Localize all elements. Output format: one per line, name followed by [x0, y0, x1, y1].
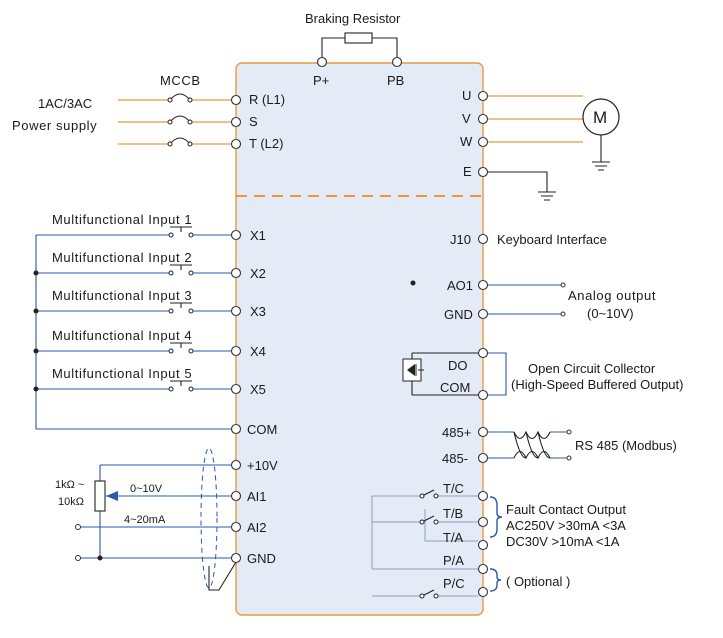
v-label: V	[462, 111, 471, 126]
braking-resistor-label: Braking Resistor	[305, 11, 401, 26]
u-label: U	[462, 88, 471, 103]
mccb-breaker-icon	[118, 93, 232, 147]
terminal-t	[230, 138, 242, 150]
rs485-twisted-pair-icon	[487, 429, 572, 461]
plus10v-label: +10V	[247, 458, 278, 473]
terminal-ta	[477, 539, 489, 551]
terminal-tc	[477, 490, 489, 502]
x4-label: X4	[250, 344, 266, 359]
terminal-x2	[230, 267, 242, 279]
pot-label-line2: 10kΩ	[58, 496, 84, 508]
open-collector-wiring	[402, 352, 507, 396]
power-supply-line2: Power supply	[12, 118, 97, 133]
gnd-right-label: GND	[444, 307, 473, 322]
ai1-label: AI1	[247, 489, 267, 504]
fault-output-line1: Fault Contact Output	[506, 502, 626, 517]
pa-label: P/A	[443, 553, 464, 568]
terminal-p-plus	[316, 56, 328, 68]
w-label: W	[460, 134, 473, 149]
motor-label: M	[593, 108, 607, 127]
terminal-485-minus	[477, 452, 489, 464]
terminal-com-right	[477, 389, 489, 401]
x5-label: X5	[250, 382, 266, 397]
keyboard-interface-label: Keyboard Interface	[497, 232, 607, 247]
mccb-label: MCCB	[160, 73, 201, 88]
terminal-x5	[230, 383, 242, 395]
earth-ground-icon	[487, 171, 556, 201]
terminal-v	[477, 113, 489, 125]
pb-label: PB	[387, 73, 404, 88]
terminal-plus10v	[230, 459, 242, 471]
terminal-j10	[477, 233, 489, 245]
terminal-u	[477, 90, 489, 102]
terminal-w	[477, 136, 489, 148]
analog-output-label: Analog output	[568, 288, 656, 303]
terminal-x3	[230, 305, 242, 317]
v-range-label: 0~10V	[130, 483, 163, 495]
pot-label-line1: 1kΩ ~	[55, 479, 84, 491]
terminal-s	[230, 116, 242, 128]
input-5-label: Multifunctional Input 5	[52, 366, 192, 381]
resistor-icon	[344, 32, 373, 44]
terminal-pb	[391, 56, 403, 68]
x3-label: X3	[250, 304, 266, 319]
x1-label: X1	[250, 228, 266, 243]
terminal-x1	[230, 229, 242, 241]
ma-range-label: 4~20mA	[124, 514, 166, 526]
j10-label: J10	[450, 232, 471, 247]
t-label: T (L2)	[249, 136, 283, 151]
input-1-label: Multifunctional Input 1	[52, 212, 192, 227]
terminal-485-plus	[477, 426, 489, 438]
relay-output-wiring	[371, 489, 503, 599]
fault-output-line3: DC30V >10mA <1A	[506, 534, 620, 549]
terminal-pc	[477, 586, 489, 598]
e-label: E	[463, 164, 472, 179]
motor-ground-icon	[592, 135, 610, 171]
terminal-r	[230, 94, 242, 106]
input-wiring	[33, 234, 231, 430]
p-plus-label: P+	[313, 73, 329, 88]
analog-input-wiring	[75, 447, 237, 591]
terminal-gnd-left	[230, 552, 242, 564]
input-4-label: Multifunctional Input 4	[52, 328, 192, 343]
terminal-x4	[230, 345, 242, 357]
drive-panel	[235, 62, 484, 616]
tc-label: T/C	[443, 481, 464, 496]
rs485-minus-label: 485-	[442, 451, 468, 466]
input-switch-icons	[168, 226, 194, 392]
analog-range-label: (0~10V)	[587, 306, 634, 321]
terminal-com-left	[230, 423, 242, 435]
terminal-ai2	[230, 521, 242, 533]
power-supply-line1: 1AC/3AC	[38, 96, 92, 111]
terminal-e	[477, 166, 489, 178]
terminal-pa	[477, 563, 489, 575]
input-2-label: Multifunctional Input 2	[52, 250, 192, 265]
terminal-tb	[477, 516, 489, 528]
pc-label: P/C	[443, 576, 465, 591]
open-collector-line2: (High-Speed Buffered Output)	[511, 377, 683, 392]
terminal-ao1	[477, 279, 489, 291]
terminal-gnd-right	[477, 308, 489, 320]
do-label: DO	[448, 358, 468, 373]
com-right-label: COM	[440, 380, 470, 395]
r-label: R (L1)	[249, 92, 285, 107]
terminal-do	[477, 347, 489, 359]
potentiometer-icon	[94, 480, 106, 512]
ta-label: T/A	[443, 530, 464, 545]
rs485-plus-label: 485+	[442, 425, 471, 440]
terminal-ai1	[230, 490, 242, 502]
com-left-label: COM	[247, 422, 277, 437]
ao1-label: AO1	[447, 278, 473, 293]
x2-label: X2	[250, 266, 266, 281]
rs485-modbus-label: RS 485 (Modbus)	[575, 438, 677, 453]
open-collector-line1: Open Circuit Collector	[528, 361, 656, 376]
s-label: S	[249, 114, 258, 129]
gnd-left-label: GND	[247, 551, 276, 566]
tb-label: T/B	[443, 506, 463, 521]
optional-label: ( Optional )	[506, 574, 570, 589]
fault-output-line2: AC250V >30mA <3A	[506, 518, 626, 533]
input-3-label: Multifunctional Input 3	[52, 288, 192, 303]
ai2-label: AI2	[247, 520, 267, 535]
